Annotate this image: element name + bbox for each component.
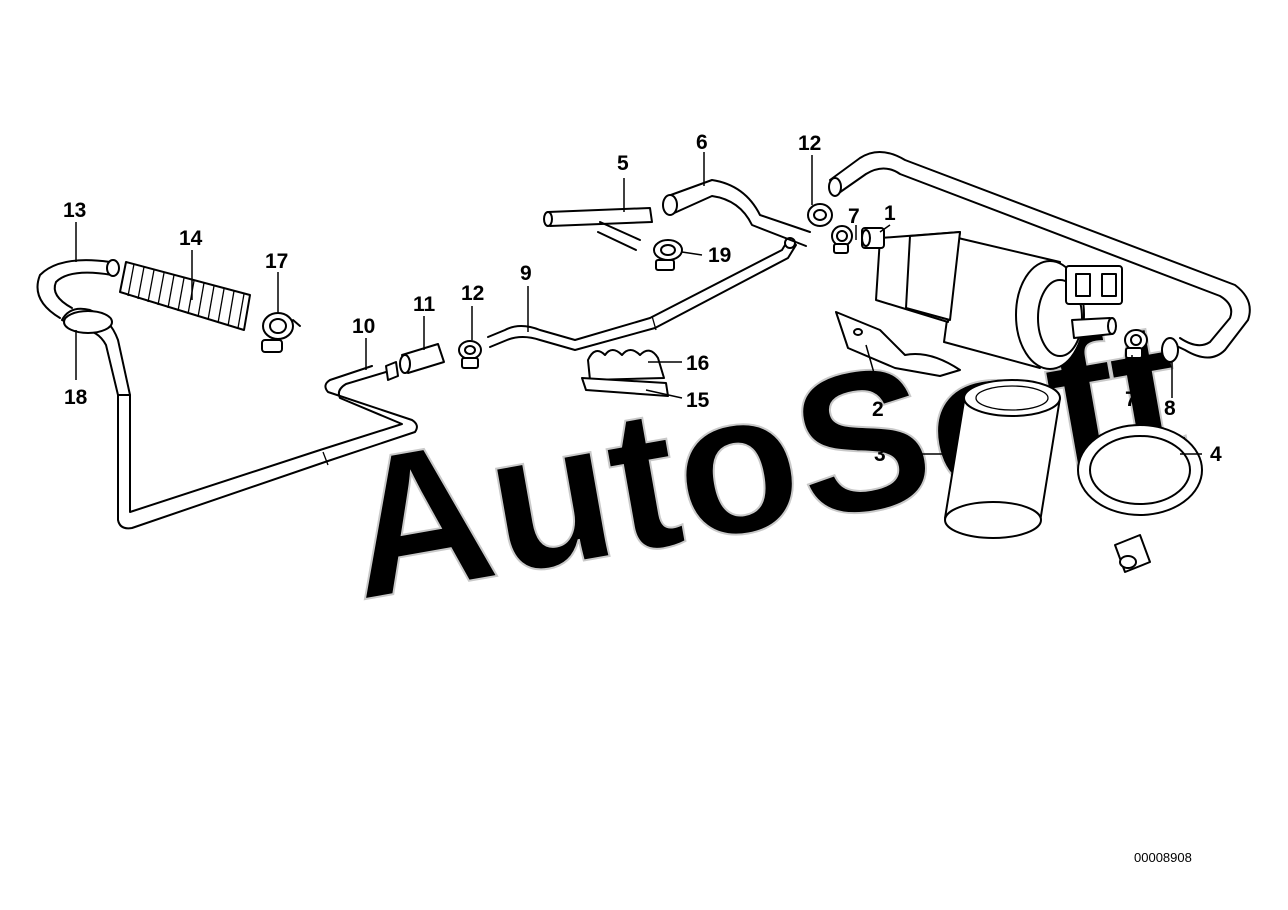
clamp-12-top <box>807 203 833 227</box>
callout-9: 9 <box>520 262 532 285</box>
callout-12-top: 12 <box>798 132 821 155</box>
bracket-2 <box>835 311 961 377</box>
callouts: 1 2 3 4 5 6 7 7 8 9 10 11 12 12 13 14 15… <box>63 131 1222 466</box>
callout-8: 8 <box>1164 397 1176 420</box>
callout-7-bottom: 7 <box>1125 388 1137 411</box>
callout-6: 6 <box>696 131 708 154</box>
pipe-5 <box>543 207 653 251</box>
hose-clamp-4 <box>1077 424 1203 573</box>
hose-13 <box>36 259 120 319</box>
clip-16 <box>587 349 665 381</box>
callout-16: 16 <box>686 352 709 375</box>
fuel-line-10 <box>117 365 418 530</box>
callout-14: 14 <box>179 227 203 250</box>
callout-5: 5 <box>617 152 629 175</box>
clamp-12-left <box>458 340 482 369</box>
callout-1: 1 <box>884 202 896 225</box>
clamp-7-right <box>1124 329 1148 359</box>
callout-11: 11 <box>413 293 436 316</box>
callout-18: 18 <box>64 386 88 409</box>
callout-19: 19 <box>708 244 731 267</box>
grommet-18 <box>61 307 131 396</box>
leader-lines <box>75 152 1202 455</box>
fuel-pipe-9 <box>487 237 797 351</box>
callout-2: 2 <box>872 398 884 421</box>
sleeve-14 <box>119 261 251 331</box>
callout-7-top: 7 <box>848 205 860 228</box>
hose-6 <box>662 179 811 247</box>
clamp-19 <box>653 239 683 271</box>
callout-17: 17 <box>265 250 288 273</box>
connector-11 <box>385 343 445 381</box>
callout-4: 4 <box>1210 443 1222 466</box>
reference-number: 00008908 <box>1134 850 1192 865</box>
fuel-pump-1 <box>861 227 1123 370</box>
rubber-mount-3 <box>944 379 1061 539</box>
holder-15 <box>581 377 669 397</box>
callout-15: 15 <box>686 389 710 412</box>
clamp-17 <box>261 312 301 353</box>
callout-12-left: 12 <box>461 282 484 305</box>
callout-13: 13 <box>63 199 86 222</box>
callout-10: 10 <box>352 315 375 338</box>
hose-8 <box>828 151 1251 363</box>
clamp-7-left <box>831 225 853 254</box>
callout-3: 3 <box>874 443 886 466</box>
